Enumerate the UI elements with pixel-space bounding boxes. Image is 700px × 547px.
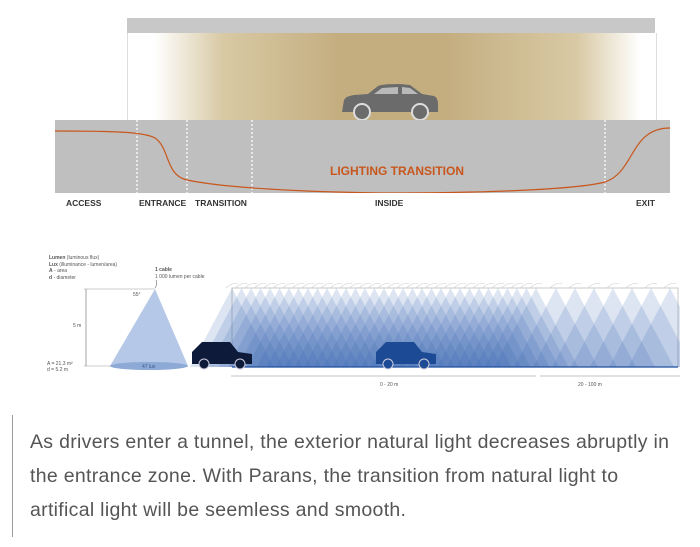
cable-title: 1 cable <box>155 267 172 273</box>
cable-end <box>330 283 343 289</box>
cable-end <box>387 283 400 289</box>
cable-end <box>292 283 305 289</box>
cable-end <box>244 283 258 289</box>
distance-arrows <box>231 375 680 377</box>
light-beam <box>313 288 398 367</box>
cable-end <box>311 283 324 289</box>
cable-end <box>606 283 620 289</box>
light-beam <box>514 288 598 367</box>
light-beam <box>628 288 680 367</box>
light-beam <box>228 288 312 367</box>
cable-end <box>301 283 315 289</box>
cable-end <box>225 283 239 289</box>
inside-car-icon <box>376 342 436 370</box>
quote-bar <box>12 415 13 537</box>
cable-end <box>406 283 419 289</box>
cable-end <box>463 283 476 289</box>
cable-end <box>453 283 467 289</box>
cable-end <box>282 283 296 289</box>
cable-end <box>396 283 410 289</box>
light-beam <box>266 288 350 367</box>
light-beam <box>294 288 379 367</box>
cable-end <box>510 283 524 289</box>
light-beam <box>475 288 559 367</box>
range-20-100: 20 - 100 m <box>578 382 602 388</box>
light-beam <box>304 288 388 367</box>
legend-diameter: d - diameter <box>49 274 76 281</box>
legend-area: A - area <box>49 268 68 274</box>
diameter-label: d = 5.2 m <box>47 367 68 373</box>
tunnel-light-beams <box>190 283 680 370</box>
light-beam <box>399 288 483 367</box>
entering-car-icon <box>192 342 252 370</box>
car-icon <box>342 84 438 121</box>
cable-end <box>663 283 677 289</box>
cable-end <box>501 283 514 289</box>
legend-lux: Lux (illuminance - lumen/area) <box>49 261 118 268</box>
cable-end <box>425 283 438 289</box>
light-beam <box>571 288 655 367</box>
light-cone <box>84 280 188 370</box>
light-beam <box>456 288 540 367</box>
cable-end <box>415 283 429 289</box>
light-beam <box>609 288 680 367</box>
cable-desc: 1 000 lumen per cable <box>155 273 205 280</box>
cable-end <box>482 283 495 289</box>
light-beam <box>552 288 636 367</box>
zone-exit: EXIT <box>636 198 655 208</box>
light-beam <box>437 288 521 367</box>
cable-end <box>377 283 391 289</box>
lux-label: 47 lux <box>142 364 156 370</box>
light-beam <box>256 288 341 367</box>
cable-end <box>529 283 543 289</box>
light-beam <box>446 288 531 367</box>
cable-end <box>434 283 448 289</box>
light-beam <box>494 288 578 367</box>
cable-end <box>549 283 563 289</box>
cable-end <box>491 283 505 289</box>
light-beam <box>533 288 617 367</box>
light-beam <box>237 288 322 367</box>
cable-end <box>273 283 286 289</box>
cable-end <box>339 283 353 289</box>
light-beam <box>484 288 569 367</box>
cable-end <box>444 283 457 289</box>
light-beam <box>427 288 512 367</box>
cable-end <box>263 283 277 289</box>
range-0-20: 0 - 20 m <box>380 382 399 388</box>
legend-lumen: Lumen (luminous flux) <box>49 255 100 261</box>
zone-entrance: ENTRANCE <box>139 198 187 208</box>
cable-end <box>368 283 381 289</box>
zone-transition: TRANSITION <box>195 198 247 208</box>
cable-end <box>235 283 248 289</box>
cable-end <box>254 283 267 289</box>
zone-inside: INSIDE <box>375 198 404 208</box>
cable-end <box>625 283 639 289</box>
cable-end <box>320 283 334 289</box>
cable-end <box>587 283 601 289</box>
light-level-band <box>55 120 670 193</box>
light-beam <box>275 288 360 367</box>
description-paragraph: As drivers enter a tunnel, the exterior … <box>30 431 670 521</box>
light-beam <box>590 288 674 367</box>
light-beam <box>247 288 331 367</box>
light-level-curve <box>55 120 670 193</box>
cable-end <box>644 283 658 289</box>
light-beam <box>285 288 369 367</box>
cable-end <box>358 283 372 289</box>
cable-end <box>568 283 582 289</box>
cable-end <box>349 283 362 289</box>
light-beam <box>218 288 303 367</box>
cable-end <box>472 283 486 289</box>
tunnel-ceiling <box>127 18 655 33</box>
light-beam <box>418 288 502 367</box>
height-label: 5 m <box>73 323 82 329</box>
area-label: A = 21.3 m² <box>47 361 73 367</box>
lighting-transition-label: LIGHTING TRANSITION <box>330 164 464 178</box>
angle-label: 55° <box>133 292 141 298</box>
cable-end <box>520 283 533 289</box>
light-beam <box>465 288 550 367</box>
light-beam <box>408 288 493 367</box>
zone-access: ACCESS <box>66 198 102 208</box>
